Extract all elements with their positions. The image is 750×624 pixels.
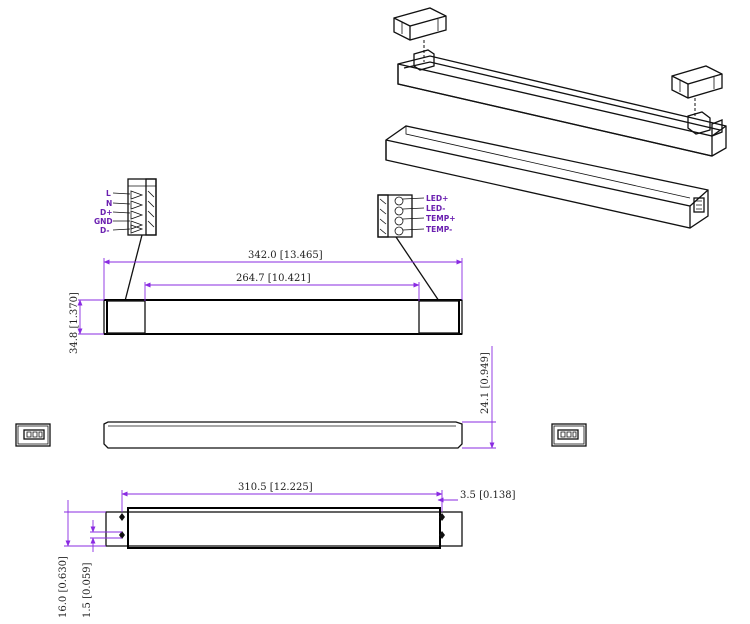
right-end-cap <box>671 65 723 99</box>
width-dimension: 34.8 [1.370] <box>69 292 80 354</box>
flange-thickness-dimension: 1.5 [0.059] <box>82 562 93 618</box>
output-terminal-label: TEMP+ <box>426 214 455 223</box>
input-terminal-label: D+ <box>100 208 113 217</box>
bottom-mounting-view: 310.5 [12.225] 3.5 [0.138] 16.0 [0.630] … <box>58 482 516 618</box>
right-end-view <box>551 423 587 447</box>
mounting-distance-dimension: 310.5 [12.225] <box>238 482 313 493</box>
output-terminal-label: LED+ <box>426 194 448 203</box>
inner-length-dimension: 264.7 [10.421] <box>236 273 311 284</box>
left-end-view <box>15 423 51 447</box>
overall-length-dimension: 342.0 [13.465] <box>248 250 323 261</box>
output-terminal-block: LED+ LED- TEMP+ TEMP- <box>377 194 455 238</box>
flange-width-dimension: 16.0 [0.630] <box>58 556 69 618</box>
mounting-holes <box>119 513 445 539</box>
output-terminal-label: LED- <box>426 204 445 213</box>
top-view: 342.0 [13.465] 264.7 [10.421] 34.8 [1.37… <box>69 234 463 354</box>
output-terminal-label: TEMP- <box>426 225 452 234</box>
height-dimension: 24.1 [0.949] <box>480 352 491 414</box>
upper-channel-body <box>397 49 727 157</box>
isometric-exploded-view <box>385 7 727 229</box>
input-terminal-label: D- <box>100 226 109 235</box>
input-terminal-label: GND <box>94 217 113 226</box>
left-end-cap <box>393 7 447 41</box>
lower-closed-housing <box>385 125 709 229</box>
side-view: 24.1 [0.949] <box>15 346 587 449</box>
hole-size-dimension: 3.5 [0.138] <box>460 490 516 501</box>
input-terminal-label: N <box>106 199 112 208</box>
input-terminal-label: L <box>106 189 111 198</box>
input-terminal-block: L N D+ GND D- <box>94 178 157 236</box>
